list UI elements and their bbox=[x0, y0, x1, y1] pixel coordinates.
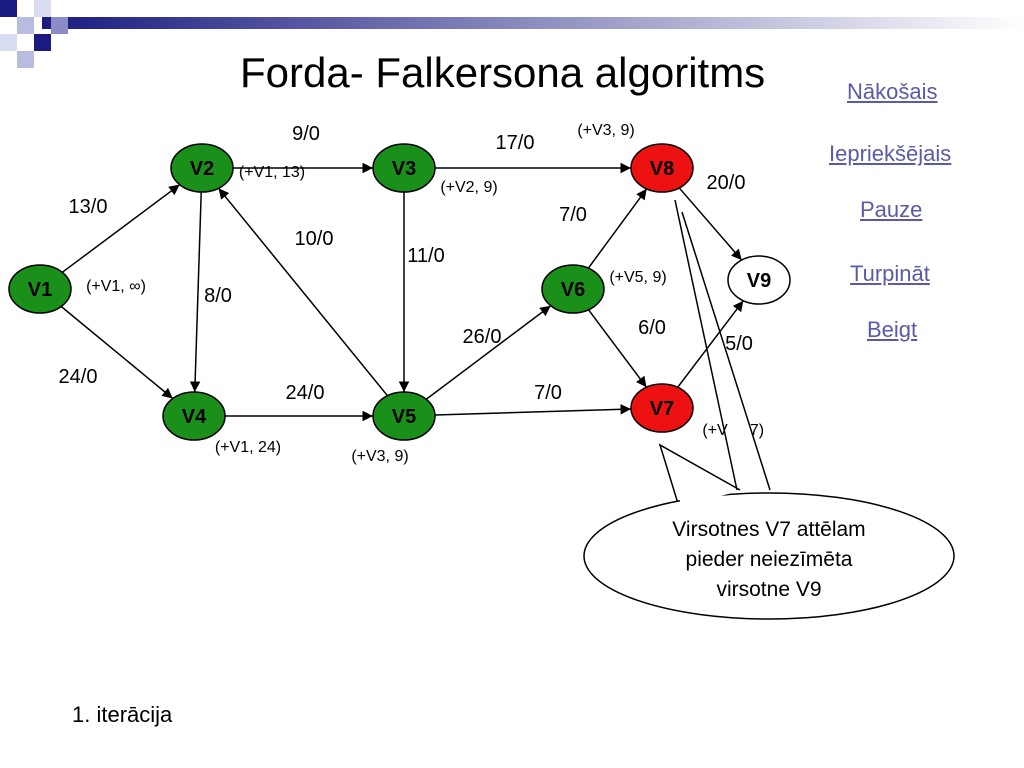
edge-v1-v4 bbox=[60, 305, 174, 400]
node-label: V4 bbox=[182, 406, 207, 428]
header-square bbox=[51, 17, 68, 34]
node-mark: (+V5, 9) bbox=[609, 269, 666, 286]
edge-v6-v8 bbox=[587, 188, 648, 269]
node-v4: V4 bbox=[162, 391, 226, 441]
callout-bubble bbox=[583, 492, 955, 620]
callout-text-line-2: pieder neiezīmēta bbox=[686, 548, 853, 571]
header-gradient-bar bbox=[42, 17, 1024, 29]
iteration-label: 1. iterācija bbox=[72, 702, 173, 727]
node-mark: 7) bbox=[750, 422, 764, 439]
node-label: V5 bbox=[392, 406, 416, 428]
node-mark: (+V1, 13) bbox=[239, 164, 305, 181]
edge-label: 13/0 bbox=[69, 196, 108, 218]
node-shape bbox=[162, 391, 226, 441]
callout-line bbox=[681, 211, 771, 491]
node-label: V1 bbox=[28, 279, 52, 301]
header-square bbox=[0, 34, 17, 51]
node-label: V3 bbox=[392, 158, 416, 180]
node-label: V6 bbox=[561, 279, 585, 301]
node-shape bbox=[727, 255, 791, 305]
node-mark: (+V1, 24) bbox=[215, 439, 281, 456]
end-link[interactable]: Beigt bbox=[867, 317, 918, 342]
edge-v7-v9 bbox=[677, 300, 744, 388]
callout-text-line-1: Virsotnes V7 attēlam bbox=[672, 518, 865, 541]
edge-labels: 13/0 24/0 9/0 8/0 10/0 17/0 11/0 24/0 26/0 7/0 7/0… bbox=[59, 123, 753, 404]
edge-v1-v2 bbox=[61, 184, 181, 273]
node-mark: (+V bbox=[702, 422, 728, 439]
node-label: V9 bbox=[747, 270, 771, 292]
node-shape bbox=[372, 391, 436, 441]
node-v1: V1 bbox=[8, 264, 72, 314]
node-shape bbox=[372, 143, 436, 193]
node-shape bbox=[541, 264, 605, 314]
header-square bbox=[0, 0, 17, 17]
header-square bbox=[17, 17, 34, 34]
callout-line bbox=[674, 199, 738, 491]
edge-label: 10/0 bbox=[295, 228, 334, 250]
node-mark: (+V3, 9) bbox=[577, 122, 634, 139]
edge-label: 17/0 bbox=[496, 132, 535, 154]
previous-link[interactable]: Iepriekšējais bbox=[829, 141, 952, 166]
edge-label: 7/0 bbox=[534, 382, 562, 404]
edge-label: 7/0 bbox=[559, 204, 587, 226]
node-v2: V2 bbox=[170, 143, 234, 193]
edges bbox=[60, 162, 744, 422]
edge-v2-v4 bbox=[189, 191, 202, 393]
header-decoration bbox=[0, 0, 1024, 68]
edge-label: 11/0 bbox=[407, 245, 444, 267]
node-label: V2 bbox=[190, 158, 214, 180]
callout-pointer-cover bbox=[664, 452, 735, 507]
node-v3: V3 bbox=[372, 143, 436, 193]
node-v5: V5 bbox=[372, 391, 436, 441]
node-shape bbox=[170, 143, 234, 193]
edge-label: 6/0 bbox=[638, 317, 666, 339]
edge-v5-v7 bbox=[434, 404, 632, 416]
node-v8: V8 bbox=[630, 143, 694, 193]
header-square bbox=[34, 0, 51, 17]
continue-link[interactable]: Turpināt bbox=[850, 261, 930, 286]
node-v7: V7 bbox=[630, 383, 694, 433]
edge-v5-v2 bbox=[217, 187, 389, 397]
node-v6: V6 bbox=[541, 264, 605, 314]
edge-v6-v7 bbox=[587, 309, 648, 388]
node-shape bbox=[630, 143, 694, 193]
callout-text-line-3: virsotne V9 bbox=[716, 578, 821, 601]
header-square bbox=[17, 51, 34, 68]
node-mark: (+V2, 9) bbox=[440, 179, 497, 196]
edge-v8-v9 bbox=[678, 187, 743, 261]
edge-v5-v6 bbox=[425, 305, 552, 400]
node-shape bbox=[630, 383, 694, 433]
next-link[interactable]: Nākošais bbox=[847, 79, 938, 104]
node-label: V7 bbox=[650, 398, 674, 420]
edge-label: 26/0 bbox=[463, 326, 502, 348]
edge-label: 24/0 bbox=[59, 366, 98, 388]
edge-label: 8/0 bbox=[204, 285, 232, 307]
node-mark: (+V1, ∞) bbox=[86, 278, 146, 295]
node-mark: (+V3, 9) bbox=[351, 448, 408, 465]
edge-label: 24/0 bbox=[286, 382, 325, 404]
header-square bbox=[34, 34, 51, 51]
callout: Virsotnes V7 attēlam pieder neiezīmēta v… bbox=[583, 199, 955, 620]
edge-label: 9/0 bbox=[292, 123, 320, 145]
node-v9: V9 bbox=[727, 255, 791, 305]
pause-link[interactable]: Pauze bbox=[860, 197, 923, 222]
node-shape bbox=[8, 264, 72, 314]
page-title: Forda- Falkersona algoritms bbox=[240, 49, 766, 96]
node-marks: (+V1, ∞) (+V1, 13) (+V2, 9) (+V1, 24) (+V3, … bbox=[86, 122, 764, 465]
edge-label: 5/0 bbox=[725, 333, 753, 355]
edge-label: 20/0 bbox=[707, 172, 746, 194]
node-label: V8 bbox=[650, 158, 674, 180]
